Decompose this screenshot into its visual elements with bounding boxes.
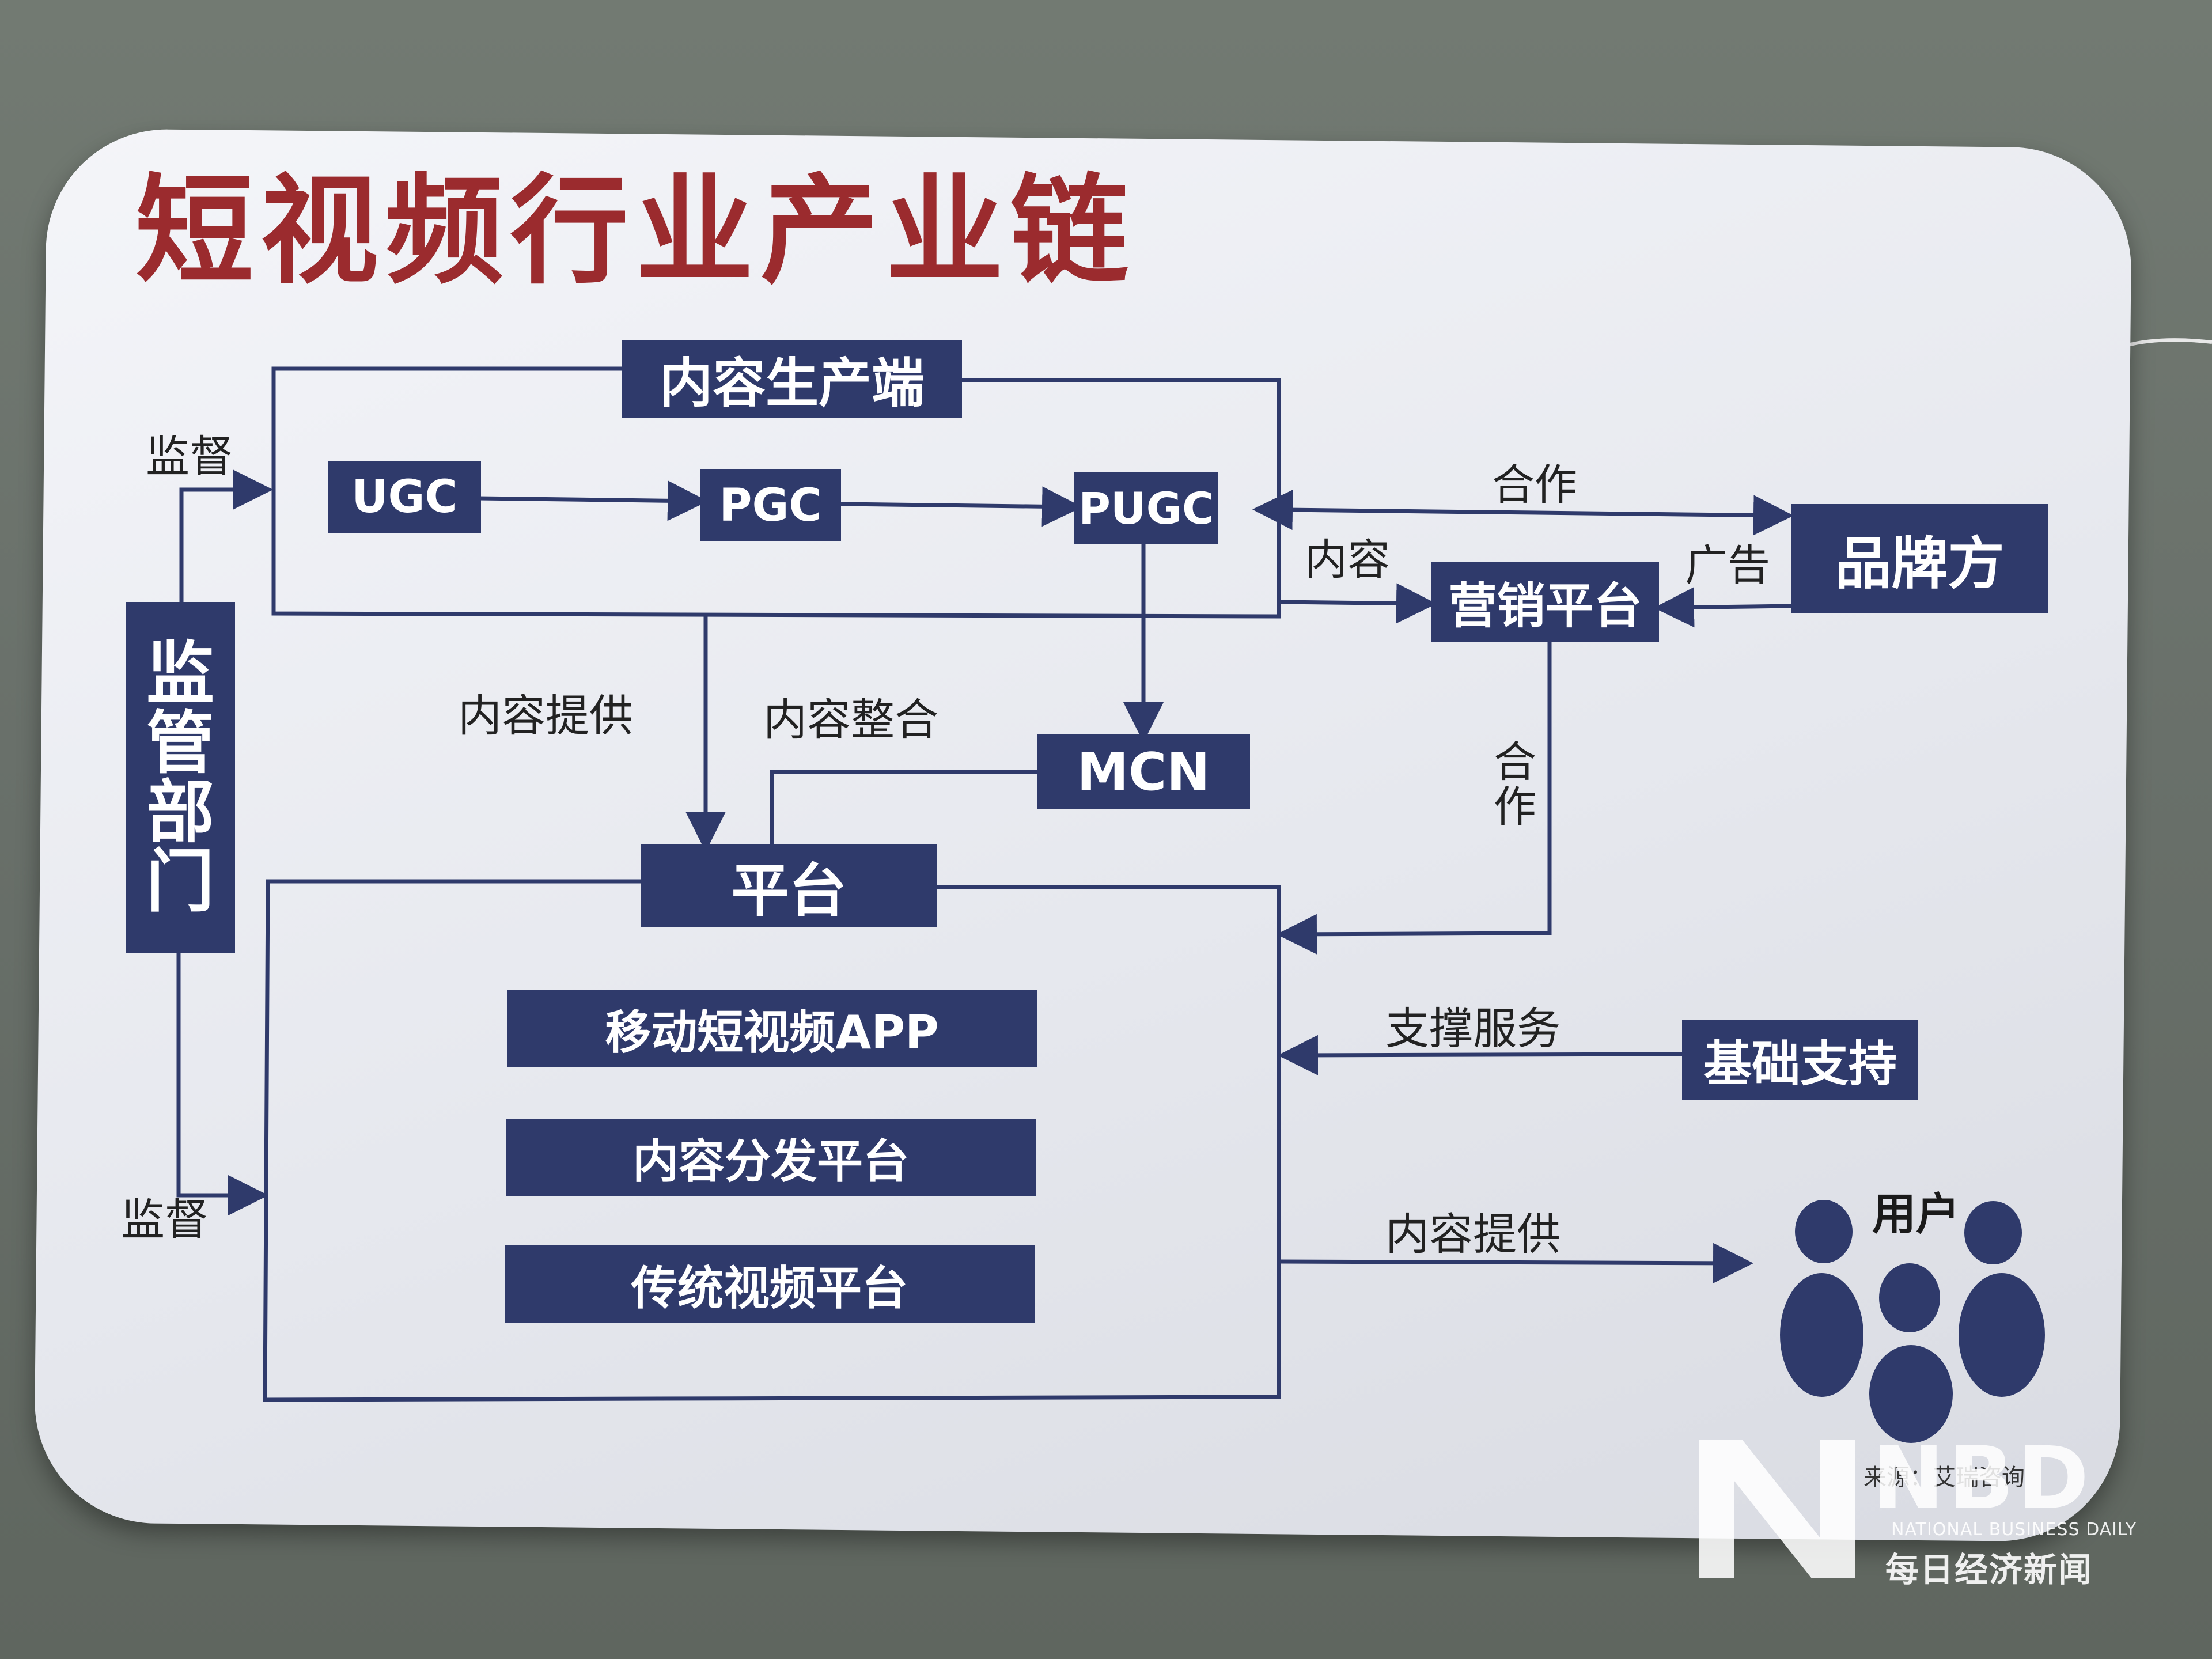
content-integrate-label: 内容整合 [763,694,938,745]
app-box: 移动短视频APP [507,990,1037,1067]
supervise-top-line [179,469,273,605]
platform-box: 平台 [641,844,937,927]
ugc-box: UGC [328,461,481,533]
nbd-letters: NBD [1872,1429,2093,1529]
regulator-char-1: 监 [146,634,214,714]
supervise-top-label: 监督 [146,431,233,482]
pugc-box: PUGC [1074,472,1218,544]
user-dot [1780,1273,1863,1397]
brand-box: 品牌方 [1791,504,2048,613]
cooperate-vertical-char-1: 合 [1494,737,1536,787]
user-dot [1869,1345,1953,1443]
cooperate-brand-label: 合作 [1492,460,1577,510]
support-service-label: 支撑服务 [1385,1003,1560,1054]
regulator-char-3: 部 [146,772,214,852]
advertising-label: 广告 [1685,541,1770,590]
regulator-box: 监 管 部 门 [126,602,235,953]
users-group: 用户 [1780,1181,2045,1446]
platform-to-users-arrow [1279,1243,1753,1283]
user-dot [1795,1200,1853,1263]
user-dot [1959,1273,2045,1397]
content-label: 内容 [1305,535,1390,585]
platform-frame [263,879,1281,1402]
traditional-box: 传统视频平台 [505,1245,1035,1323]
content-provide-users-label: 内容提供 [1385,1209,1560,1260]
content-provide-label: 内容提供 [458,690,633,741]
cooperate-vertical-char-2: 作 [1494,782,1536,832]
pgc-to-pugc-arrow [840,486,1082,527]
mcn-to-platform-line [770,770,1037,847]
regulator-char-4: 门 [146,842,214,922]
users-label: 用户 [1872,1188,1960,1240]
marketing-box: 营销平台 [1431,562,1659,642]
supervise-bottom-line [176,950,268,1215]
production-to-marketing-arrow [1278,583,1437,624]
nbd-watermark: NBD NATIONAL BUSINESS DAILY 每日经济新闻 [1688,1429,2160,1590]
brand-to-marketing-arrow [1654,587,1792,628]
distribution-box: 内容分发平台 [506,1119,1036,1196]
production-brand-cooperate-arrow [1252,490,1794,536]
production-box: 内容生产端 [622,340,962,418]
cooperate-vertical-label: 合 作 [1492,740,1538,830]
source-note: 来源：艾瑞咨询 [1863,1464,2025,1491]
page-title: 短视频行业产业链 [135,163,1135,300]
regulator-char-2: 管 [146,703,214,783]
mcn-box: MCN [1037,734,1250,809]
supervise-bottom-label: 监督 [121,1194,209,1245]
pgc-box: PGC [700,469,841,541]
infra-box: 基础支持 [1682,1020,1918,1100]
user-dot [1879,1263,1940,1332]
user-dot [1964,1201,2022,1264]
nbd-english: NATIONAL BUSINESS DAILY [1891,1520,2137,1540]
nbd-chinese: 每日经济新闻 [1885,1550,2093,1589]
marketing-to-platform-line [1277,642,1552,955]
production-frame [271,366,1281,619]
wire-decoration [2126,338,2212,347]
ugc-to-pgc-arrow [478,480,708,521]
nbd-logo-mark [1699,1440,1855,1578]
infra-to-platform-arrow [1278,1035,1683,1075]
